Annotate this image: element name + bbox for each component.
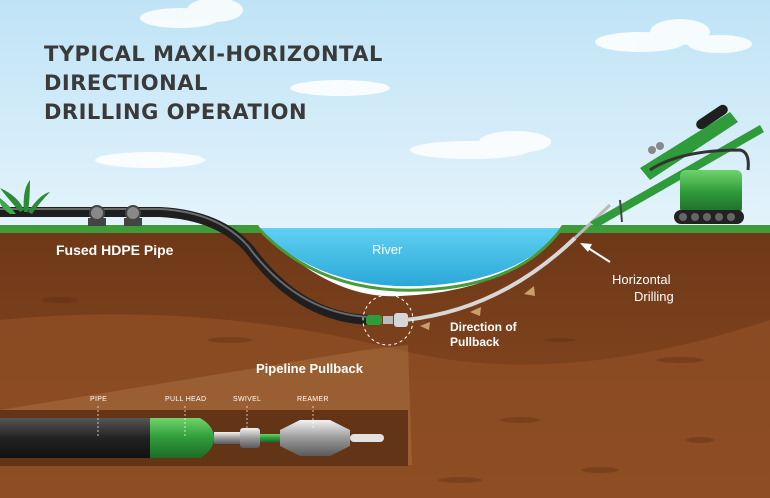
label-horizontal-2: Drilling: [634, 289, 674, 304]
detail-label-reamer: REAMER: [297, 396, 329, 403]
title-line-3: DRILLING OPERATION: [44, 98, 383, 127]
detail-label-swivel: SWIVEL: [233, 396, 261, 403]
title-line-2: DIRECTIONAL: [44, 69, 383, 98]
detail-label-pipe: PIPE: [90, 396, 107, 403]
label-direction-2: Pullback: [450, 335, 499, 349]
reamer-small: [394, 313, 408, 327]
title-line-1: TYPICAL MAXI-HORIZONTAL: [44, 40, 383, 69]
label-horizontal-1: Horizontal: [612, 272, 671, 287]
detail-label-pull-head: PULL HEAD: [165, 396, 206, 403]
diagram-title: TYPICAL MAXI-HORIZONTAL DIRECTIONAL DRIL…: [44, 40, 383, 127]
detail-assembly: [0, 418, 384, 458]
label-pullback: Pipeline Pullback: [256, 361, 363, 376]
label-fused-pipe: Fused HDPE Pipe: [56, 242, 173, 258]
label-direction-1: Direction of: [450, 320, 517, 334]
pull-head-small: [366, 315, 382, 325]
label-river: River: [372, 242, 402, 257]
swivel-small: [383, 316, 393, 324]
